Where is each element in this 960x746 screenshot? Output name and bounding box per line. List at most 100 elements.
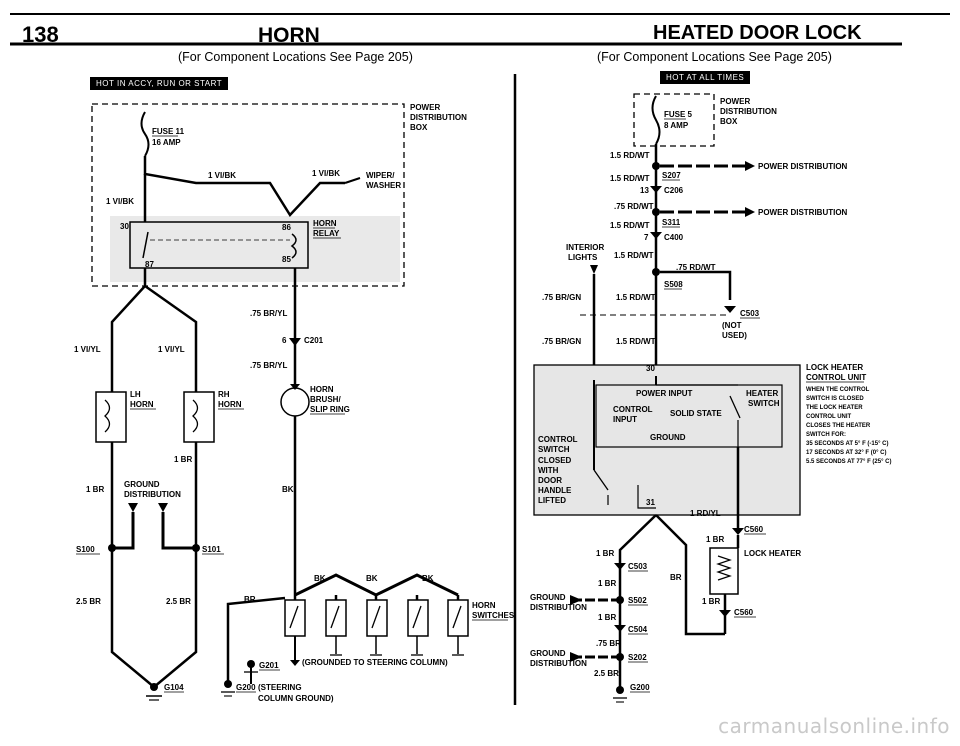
horn-switches: HORN SWITCHES bbox=[284, 595, 515, 637]
interior-lights-1: INTERIOR bbox=[566, 243, 604, 252]
pd-arrow-2-label: POWER DISTRIBUTION bbox=[758, 208, 848, 217]
right-wire-75br: .75 BR bbox=[596, 639, 621, 648]
left-power-distribution-box: POWER DISTRIBUTION BOX bbox=[91, 103, 467, 287]
ground-dist2-2: DISTRIBUTION bbox=[530, 659, 587, 668]
right-hot-badge: HOT AT ALL TIMES bbox=[660, 71, 751, 84]
right-fuse-label: FUSE 5 bbox=[664, 110, 693, 119]
c206-pin: 13 bbox=[640, 186, 649, 195]
right-pd-label-1: POWER bbox=[720, 97, 750, 106]
lh-horn-label-2: HORN bbox=[130, 400, 154, 409]
rh-horn-label-1: RH bbox=[218, 390, 230, 399]
left-wire-25br-2: 2.5 BR bbox=[166, 597, 191, 606]
left-wire-vibk-3: 1 VI/BK bbox=[106, 197, 134, 206]
g104-label: G104 bbox=[164, 683, 184, 692]
c560b-label: C560 bbox=[734, 608, 754, 617]
interior-lights-2: LIGHTS bbox=[568, 253, 598, 262]
lock-unit-desc-6: SWITCH FOR: bbox=[806, 432, 846, 438]
left-wire-br: BR bbox=[244, 595, 256, 604]
right-power-distribution-box: POWER DISTRIBUTION BOX bbox=[633, 93, 777, 147]
c503-label: C503 bbox=[740, 309, 760, 318]
control-switch-4: WITH bbox=[538, 466, 559, 475]
lock-unit-desc-8: 17 SECONDS AT 32° F (0° C) bbox=[806, 450, 886, 456]
lock-unit-desc-5: CLOSES THE HEATER bbox=[806, 423, 871, 429]
left-hot-badge: HOT IN ACCY, RUN OR START bbox=[90, 77, 229, 90]
ground-label: GROUND bbox=[650, 433, 686, 442]
control-switch-3: CLOSED bbox=[538, 456, 572, 465]
right-wire-1br-c: 1 BR bbox=[596, 549, 614, 558]
ground-dist2-1: GROUND bbox=[530, 649, 566, 658]
left-wire-vibk-2: 1 VI/BK bbox=[312, 169, 340, 178]
power-input-label: POWER INPUT bbox=[636, 389, 693, 398]
g200-note-1: (STEERING bbox=[258, 683, 302, 692]
c206-label: C206 bbox=[664, 186, 684, 195]
not-used-1: (NOT bbox=[722, 321, 742, 330]
control-input-1: CONTROL bbox=[613, 405, 653, 414]
left-wire-1br-2: 1 BR bbox=[174, 455, 192, 464]
heated-door-lock-title: HEATED DOOR LOCK bbox=[653, 22, 862, 44]
lock-heater: LOCK HEATER bbox=[709, 547, 801, 595]
right-wire-brgn-2: .75 BR/GN bbox=[542, 337, 581, 346]
heater-switch-1: HEATER bbox=[746, 389, 779, 398]
g201-note: (GROUNDED TO STEERING COLUMN) bbox=[302, 658, 448, 667]
right-wire-6: .75 RD/WT bbox=[676, 263, 716, 272]
lock-unit-desc-9: 5.5 SECONDS AT 77° F (25° C) bbox=[806, 459, 892, 465]
left-wire-viyl-1: 1 VI/YL bbox=[74, 345, 101, 354]
s311-label: S311 bbox=[662, 218, 681, 227]
right-wire-3: .75 RD/WT bbox=[614, 202, 654, 211]
rh-horn: RH HORN bbox=[183, 390, 244, 443]
control-switch-2: SWITCH bbox=[538, 445, 570, 454]
horn-switches-label-2: SWITCHES bbox=[472, 611, 515, 620]
s502-label: S502 bbox=[628, 596, 647, 605]
relay-pin-87: 87 bbox=[145, 260, 154, 269]
wiper-washer-label-2: WASHER bbox=[366, 181, 401, 190]
ground-dist1-1: GROUND bbox=[530, 593, 566, 602]
right-wire-2: 1.5 RD/WT bbox=[610, 174, 650, 183]
horn-title: HORN bbox=[258, 24, 320, 47]
c503b-label: C503 bbox=[628, 562, 648, 571]
bk-label-2: BK bbox=[366, 574, 378, 583]
c560a-label: C560 bbox=[744, 525, 764, 534]
heater-switch-2: SWITCH bbox=[748, 399, 780, 408]
s207-label: S207 bbox=[662, 171, 681, 180]
brush-label-2: BRUSH/ bbox=[310, 395, 341, 404]
control-input-2: INPUT bbox=[613, 415, 637, 424]
left-wire-75bryl-1: .75 BR/YL bbox=[250, 309, 287, 318]
unit-pin-30: 30 bbox=[646, 364, 655, 373]
g201-ground: G201 (GROUNDED TO STEERING COLUMN) bbox=[244, 658, 448, 673]
brush-label-1: HORN bbox=[310, 385, 334, 394]
g201-label: G201 bbox=[259, 661, 279, 670]
right-pd-label-2: DISTRIBUTION bbox=[720, 107, 777, 116]
bk-label-1: BK bbox=[314, 574, 326, 583]
left-wire-vibk-1: 1 VI/BK bbox=[208, 171, 236, 180]
s508-label: S508 bbox=[664, 280, 683, 289]
left-pd-label-1: POWER bbox=[410, 103, 440, 112]
lock-unit-desc-1: WHEN THE CONTROL bbox=[806, 387, 870, 393]
g200-ground: G200 (STEERING COLUMN GROUND) bbox=[221, 680, 334, 703]
lock-unit-title-2: CONTROL UNIT bbox=[806, 373, 866, 382]
left-wire-75bryl-2: .75 BR/YL bbox=[250, 361, 287, 370]
ground-dist-label-2: DISTRIBUTION bbox=[124, 490, 181, 499]
g200-note-2: COLUMN GROUND) bbox=[258, 694, 334, 703]
left-wire-bk: BK bbox=[282, 485, 294, 494]
c201-pin: 6 bbox=[282, 336, 287, 345]
pd-arrow-1-label: POWER DISTRIBUTION bbox=[758, 162, 848, 171]
bk-label-3: BK bbox=[422, 574, 434, 583]
lock-unit-description: WHEN THE CONTROL SWITCH IS CLOSED THE LO… bbox=[806, 387, 892, 465]
relay-pin-86: 86 bbox=[282, 223, 291, 232]
horn-switches-label-1: HORN bbox=[472, 601, 496, 610]
right-fuse-amp: 8 AMP bbox=[664, 121, 689, 130]
lock-unit-desc-7: 35 SECONDS AT 5° F (-15° C) bbox=[806, 441, 888, 447]
ground-dist1-2: DISTRIBUTION bbox=[530, 603, 587, 612]
solid-state-label: SOLID STATE bbox=[670, 409, 722, 418]
c400-pin: 7 bbox=[644, 233, 649, 242]
right-wire-1br-b: 1 BR bbox=[702, 597, 720, 606]
horn-relay-label-2: RELAY bbox=[313, 229, 340, 238]
brush-label-3: SLIP RING bbox=[310, 405, 350, 414]
wiper-washer-label-1: WIPER/ bbox=[366, 171, 395, 180]
right-wire-brgn-1: .75 BR/GN bbox=[542, 293, 581, 302]
left-fuse-11: FUSE 11 16 AMP bbox=[140, 111, 185, 157]
c504-label: C504 bbox=[628, 625, 648, 634]
g104-ground: G104 bbox=[146, 683, 184, 701]
